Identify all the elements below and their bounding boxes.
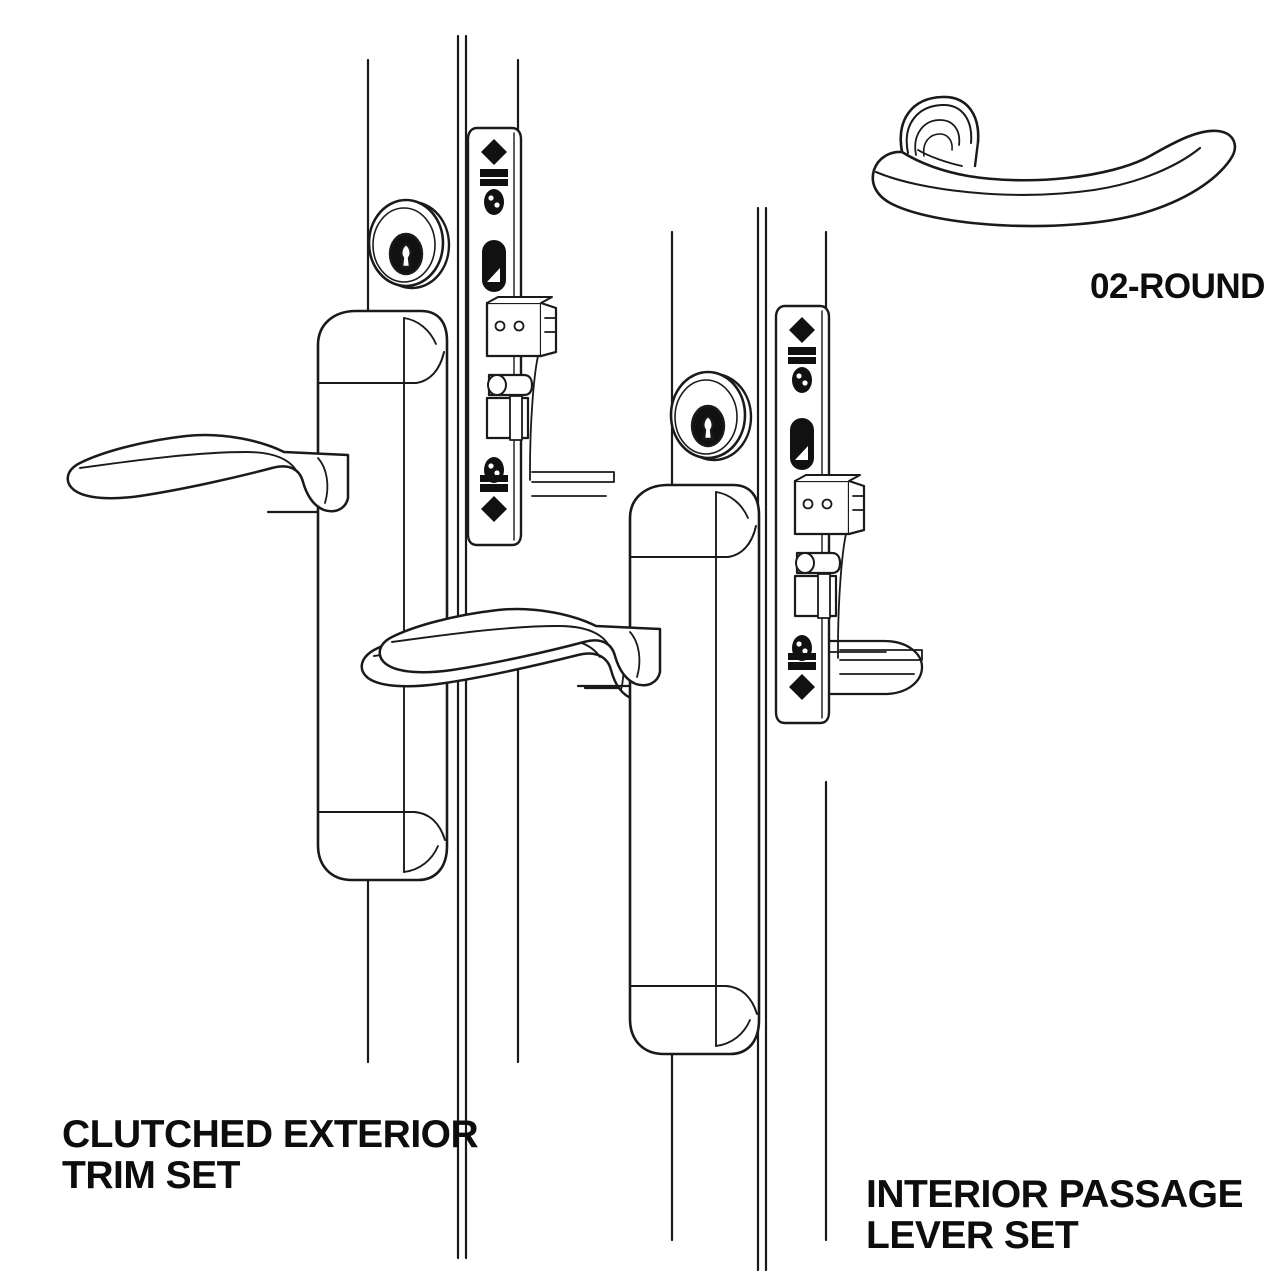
caption-clutched-exterior-trim-set: CLUTCHED EXTERIOR TRIM SET — [62, 1113, 479, 1198]
caption-interior-passage-lever-set: INTERIOR PASSAGE LEVER SET — [866, 1173, 1244, 1258]
deadbolt-slot-right — [790, 418, 814, 470]
latch-bolt-left — [485, 355, 615, 497]
deadbolt-body-right — [793, 474, 866, 536]
latch-bolt-right — [793, 533, 923, 675]
key-cylinder-left — [367, 198, 451, 290]
escutcheon-plate-left — [316, 309, 449, 882]
escutcheon-plate-right — [628, 483, 761, 1056]
key-cylinder-right — [669, 370, 753, 462]
interior-passage-lever-assembly — [378, 206, 924, 1272]
upper-lever-handle-left — [66, 433, 350, 514]
deadbolt-slot-left — [482, 240, 506, 292]
lever-handle-right — [378, 607, 662, 688]
caption-lever-style-02-round: 02-ROUND — [1090, 267, 1265, 306]
spindle-stub-right — [824, 639, 924, 696]
round-lever-detail — [871, 95, 1237, 228]
round-lever-handle — [871, 129, 1237, 228]
deadbolt-body-left — [485, 296, 558, 358]
clutched-exterior-trim-assembly — [66, 34, 692, 1260]
lever-rose — [899, 95, 980, 168]
